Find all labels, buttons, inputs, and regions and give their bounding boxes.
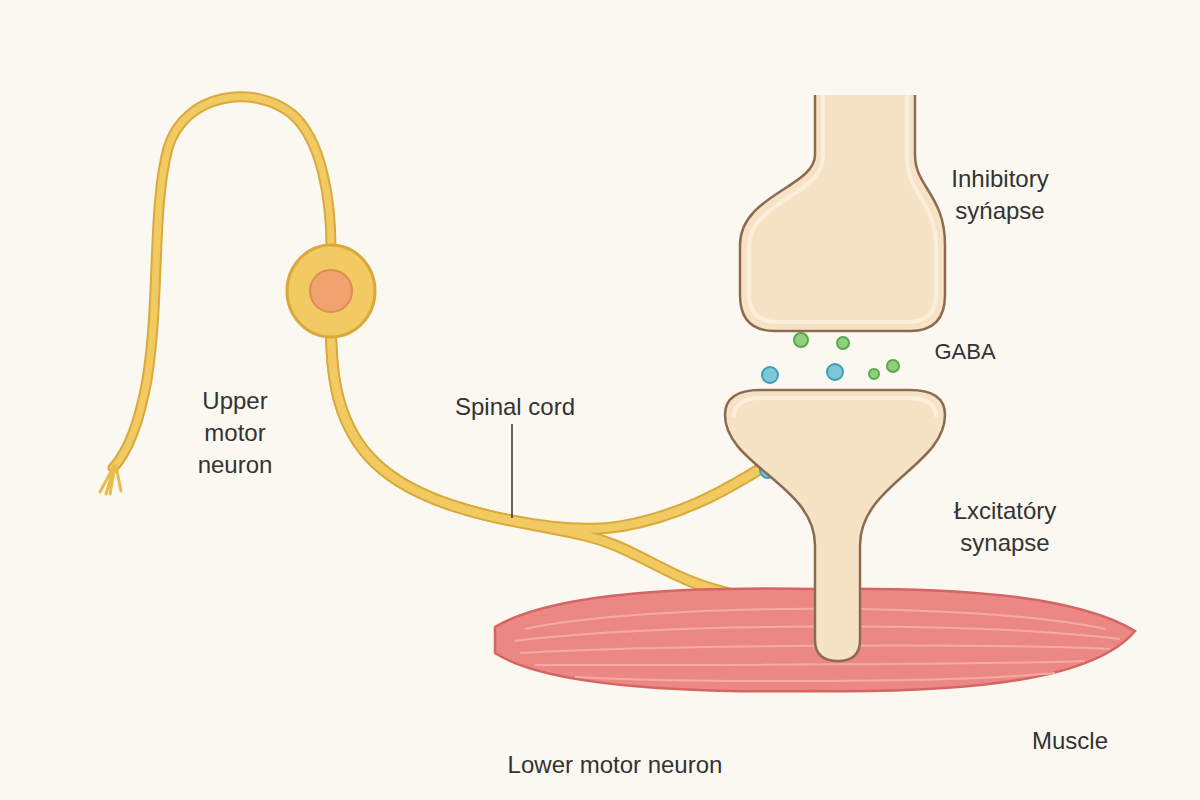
cell-body-shape [287,245,375,337]
terminal-inner [749,95,936,322]
vesicle [792,476,808,492]
released-vesicle [827,364,843,380]
vesicle [856,404,868,416]
terminal-shape [740,95,945,331]
cell-body-outline [285,243,377,339]
excitatory-terminal-outline [720,385,950,665]
released-vesicle [762,367,778,383]
node-label: Upper motor neuron [175,385,295,481]
cell-body: Upper motor neuron [285,243,377,339]
node-label: Łxcitatóry synapse [930,495,1080,559]
vesicle [825,482,841,498]
gaba-vesicles [787,173,899,379]
axon-outline [331,337,745,597]
vesicle [865,228,885,248]
vesicle [866,462,882,478]
vesicle [804,395,822,413]
vesicle [824,452,840,468]
released-vesicle [794,333,808,347]
structure-label: Spinal cord [440,392,590,422]
released-vesicle [869,369,879,379]
vesicle [784,432,802,450]
vesicle [831,251,845,265]
axon [331,337,760,529]
vesicle [787,242,807,262]
released-vesicle [887,360,899,372]
vesicle [835,428,849,442]
vesicle [842,281,864,303]
released-vesicle [837,337,849,349]
node-label: Inhibitory syńapse [925,163,1075,227]
terminal-inner [734,398,936,417]
structure-label: Lower motor neuron [450,750,780,780]
vesicle [760,462,776,478]
vesicle [841,173,865,197]
node-label: Muscle [1015,725,1125,757]
axon [331,337,745,597]
dendrite-endings [100,466,121,494]
leader-line [511,424,513,518]
neurotransmitter-label: GABA [915,337,1015,367]
nucleus [310,270,352,312]
muscle-shape [495,589,1135,692]
inhibitory-terminal-outline [735,95,950,335]
excitatory-terminal: Łxcitatóry synapse [720,385,950,665]
inhibitory-terminal: Inhibitory syńapse [735,95,950,335]
muscle-fibers [515,609,1120,681]
axon-outline [331,337,760,529]
excitatory-vesicles [760,364,882,498]
vesicle [815,210,835,230]
